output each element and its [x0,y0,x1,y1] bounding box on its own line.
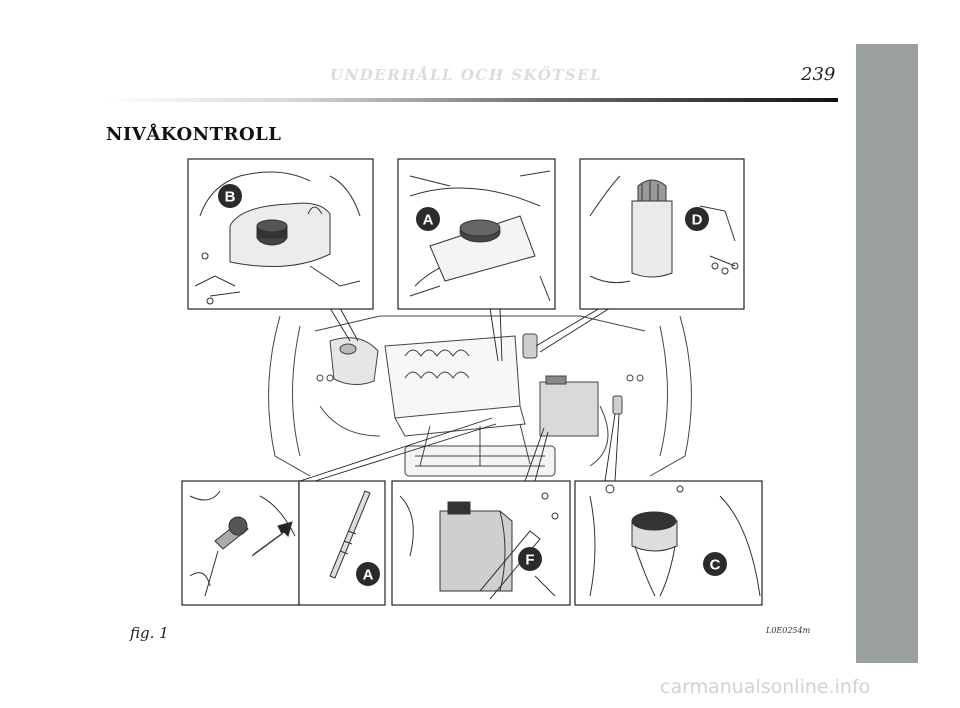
inset-brake-fluid [579,158,745,310]
callout-c: C [703,552,727,576]
engine-bay-figure: B A D A F C [181,158,763,606]
inset-washer-fluid [574,480,763,606]
inset-oil-filler-cap [397,158,556,310]
side-tab [856,44,918,663]
svg-text:A: A [423,212,434,229]
leader-lines [299,307,620,482]
figure-caption: fig. 1 [130,624,169,642]
svg-text:D: D [692,212,703,229]
inset-battery [391,480,571,606]
section-title: NIVÅKONTROLL [106,124,282,145]
svg-text:A: A [363,567,374,584]
svg-text:B: B [225,189,236,206]
inset-oil-dipstick [181,480,386,606]
inset-coolant-tank [187,158,374,310]
callout-a-top: A [416,207,440,231]
page-number: 239 [801,64,836,85]
callout-b: B [218,184,242,208]
figure-code: L0E0254m [766,626,811,635]
callout-f: F [518,547,542,571]
callout-labels: B A D A F C [218,184,727,586]
header-rule [106,98,838,102]
running-head: UNDERHÅLL OCH SKÖTSEL [330,66,603,84]
callout-a-bottom: A [356,562,380,586]
svg-text:C: C [710,557,721,574]
engine-bay-overview [268,315,692,477]
callout-d: D [685,207,709,231]
watermark: carmanualsonline.info [660,676,871,698]
svg-text:F: F [525,552,534,569]
